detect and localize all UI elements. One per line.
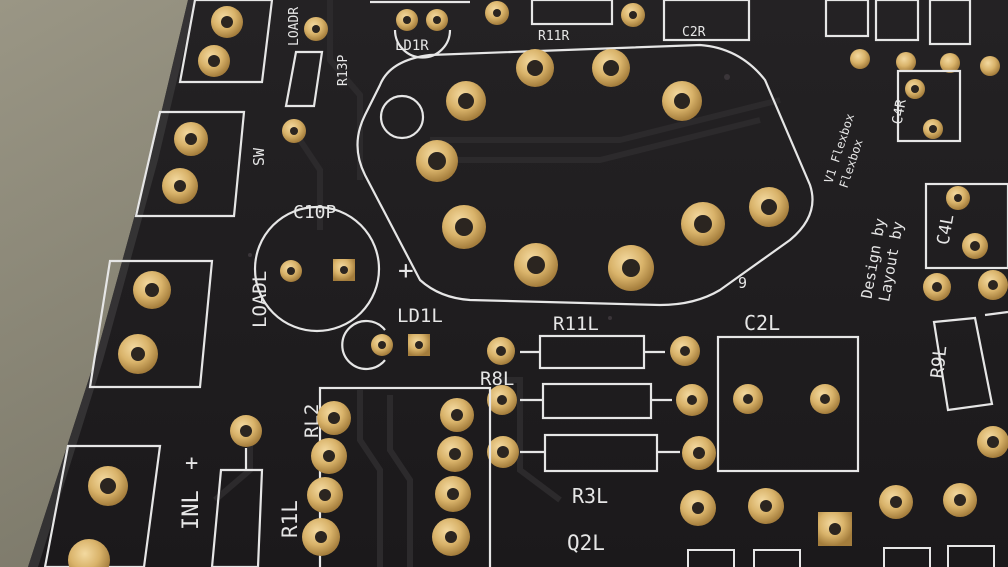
pcb-board	[28, 0, 1008, 567]
loadl-terminal-outline	[88, 259, 214, 389]
r9l-outline	[932, 316, 994, 412]
c2r-label: C2R	[682, 25, 706, 40]
c4r-label: C4R	[890, 98, 910, 126]
r11l-resistor	[520, 334, 665, 370]
c10p-plus-label: +	[398, 256, 414, 286]
r8l-resistor	[520, 382, 672, 420]
loadr-terminal-outline	[178, 0, 274, 84]
r11r-outline	[530, 0, 614, 26]
inl-pad-bottom	[68, 539, 110, 567]
resistor-pads	[487, 336, 716, 470]
c4l-outline	[924, 182, 1008, 270]
c10p-label: C10P	[293, 202, 337, 223]
tube-mounting-hole	[379, 94, 425, 140]
ld1l-outline	[341, 319, 386, 371]
rl2-pads	[302, 398, 474, 556]
ld1r-outline	[393, 29, 452, 59]
r1l-outline	[210, 468, 264, 567]
tube-socket-pads	[416, 49, 789, 291]
rl2-label: RL2	[301, 404, 323, 438]
loadr-label: LOADR	[287, 7, 302, 46]
traces	[213, 0, 781, 567]
r3l-label: R3L	[572, 484, 608, 508]
top-right-components	[824, 0, 1000, 76]
inl-plus-label: +	[185, 451, 198, 476]
bottom-pads-row	[680, 483, 977, 546]
bottom-resistor-outlines	[687, 545, 995, 567]
r9l-label: R9L	[927, 345, 951, 380]
c2r-outline	[662, 0, 751, 42]
r3l-resistor	[520, 433, 680, 473]
sw-label: SW	[250, 147, 268, 166]
r13p-outline	[284, 50, 324, 108]
c2l-outline	[716, 335, 860, 473]
r11r-label: R11R	[538, 29, 569, 44]
c2l-label: C2L	[744, 311, 780, 335]
inl-terminal-outline	[43, 444, 162, 567]
board-edge	[28, 0, 196, 567]
r11l-label: R11L	[553, 313, 599, 335]
sw-terminal-outline	[134, 110, 246, 218]
loadl-label: LOADL	[249, 271, 271, 328]
c4r-outline	[896, 69, 962, 143]
q2l-label: Q2L	[567, 531, 605, 555]
top-row-pads	[396, 1, 645, 31]
c10p-outline	[253, 205, 381, 333]
ld1l-label: LD1L	[397, 305, 443, 327]
inl-label: INL	[179, 490, 204, 530]
pin-nine-label: 9	[738, 274, 747, 292]
tube-socket-outline	[356, 43, 814, 307]
ld1r-label: LD1R	[395, 38, 429, 54]
vias	[248, 74, 730, 320]
r13p-label: R13P	[336, 55, 351, 86]
r8l-label: R8L	[480, 368, 514, 390]
r1l-label: R1L	[278, 500, 302, 538]
